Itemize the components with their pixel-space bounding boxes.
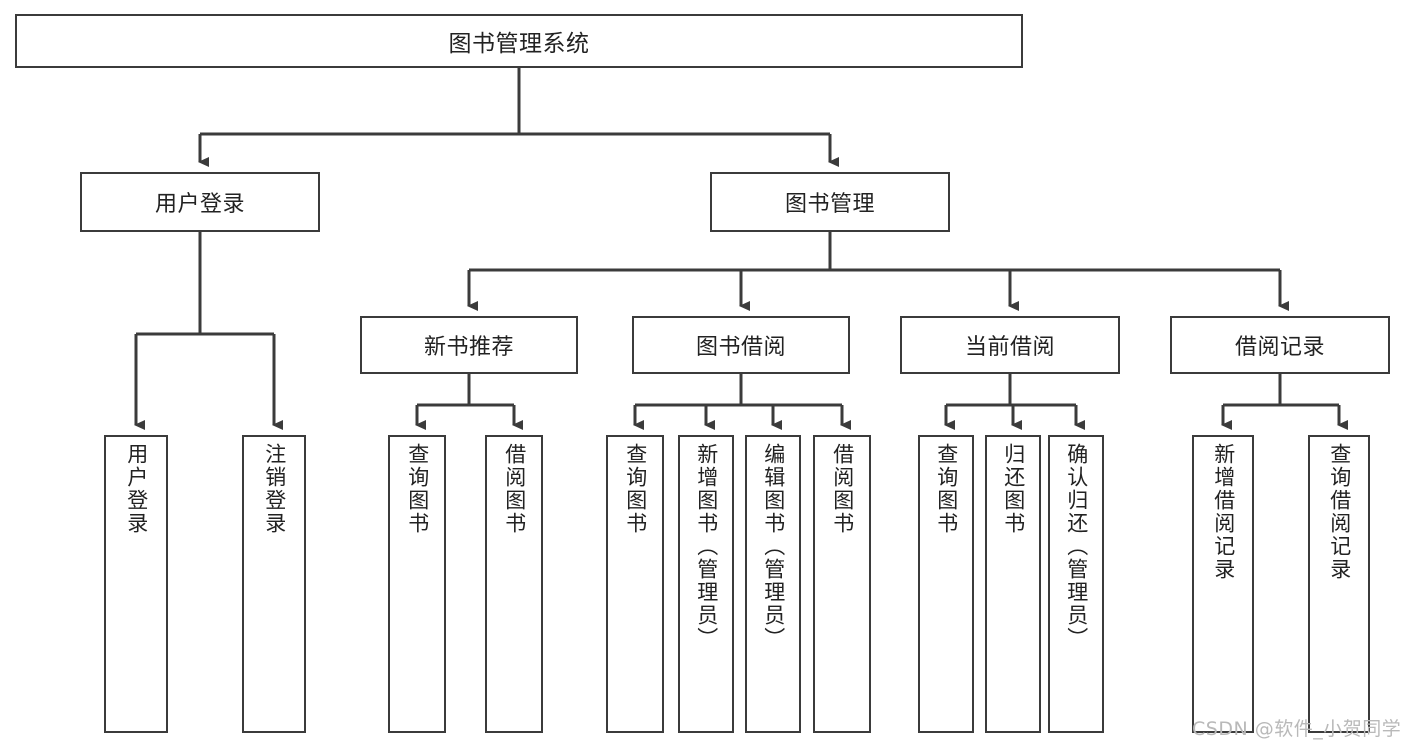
node-book-manage[interactable]: 图书管理 bbox=[710, 172, 950, 232]
node-leaf-query-book-2[interactable]: 查询图书 bbox=[606, 435, 664, 733]
node-leaf-label: 查询图书 bbox=[405, 443, 430, 535]
node-root[interactable]: 图书管理系统 bbox=[15, 14, 1023, 68]
node-borrow-record-label: 借阅记录 bbox=[1234, 335, 1325, 360]
node-leaf-label: 确认归还（管理员） bbox=[1064, 443, 1089, 650]
node-leaf-borrow-book-1[interactable]: 借阅图书 bbox=[485, 435, 543, 733]
node-leaf-label: 查询图书 bbox=[934, 443, 959, 535]
node-current-borrow-label: 当前借阅 bbox=[964, 335, 1055, 360]
node-leaf-label: 借阅图书 bbox=[830, 443, 855, 535]
node-leaf-query-borrow-record[interactable]: 查询借阅记录 bbox=[1308, 435, 1370, 733]
node-leaf-label: 查询借阅记录 bbox=[1327, 443, 1352, 581]
node-leaf-label: 查询图书 bbox=[623, 443, 648, 535]
node-book-manage-label: 图书管理 bbox=[784, 192, 875, 217]
node-leaf-add-book-admin[interactable]: 新增图书（管理员） bbox=[678, 435, 734, 733]
node-root-label: 图书管理系统 bbox=[448, 31, 590, 57]
node-leaf-label: 归还图书 bbox=[1001, 443, 1026, 535]
node-user-login-label: 用户登录 bbox=[154, 192, 245, 217]
node-user-login[interactable]: 用户登录 bbox=[80, 172, 320, 232]
node-leaf-user-login[interactable]: 用户登录 bbox=[104, 435, 168, 733]
node-leaf-label: 新增借阅记录 bbox=[1211, 443, 1236, 581]
node-leaf-return-book[interactable]: 归还图书 bbox=[985, 435, 1041, 733]
node-leaf-borrow-book-2[interactable]: 借阅图书 bbox=[813, 435, 871, 733]
node-new-book-recommend[interactable]: 新书推荐 bbox=[360, 316, 578, 374]
node-borrow-record[interactable]: 借阅记录 bbox=[1170, 316, 1390, 374]
node-leaf-label: 注销登录 bbox=[262, 443, 287, 535]
node-leaf-edit-book-admin[interactable]: 编辑图书（管理员） bbox=[745, 435, 801, 733]
node-leaf-logout-login[interactable]: 注销登录 bbox=[242, 435, 306, 733]
node-book-borrow[interactable]: 图书借阅 bbox=[632, 316, 850, 374]
node-leaf-label: 用户登录 bbox=[124, 443, 149, 535]
node-leaf-query-book-1[interactable]: 查询图书 bbox=[388, 435, 446, 733]
node-leaf-confirm-return-admin[interactable]: 确认归还（管理员） bbox=[1048, 435, 1104, 733]
node-leaf-label: 新增图书（管理员） bbox=[694, 443, 719, 650]
watermark: CSDN @软件_小贺同学 bbox=[1192, 718, 1402, 740]
node-leaf-add-borrow-record[interactable]: 新增借阅记录 bbox=[1192, 435, 1254, 733]
node-book-borrow-label: 图书借阅 bbox=[695, 335, 786, 360]
node-leaf-label: 编辑图书（管理员） bbox=[761, 443, 786, 650]
node-leaf-label: 借阅图书 bbox=[502, 443, 527, 535]
node-current-borrow[interactable]: 当前借阅 bbox=[900, 316, 1120, 374]
node-leaf-query-book-3[interactable]: 查询图书 bbox=[918, 435, 974, 733]
node-new-book-recommend-label: 新书推荐 bbox=[423, 335, 514, 360]
